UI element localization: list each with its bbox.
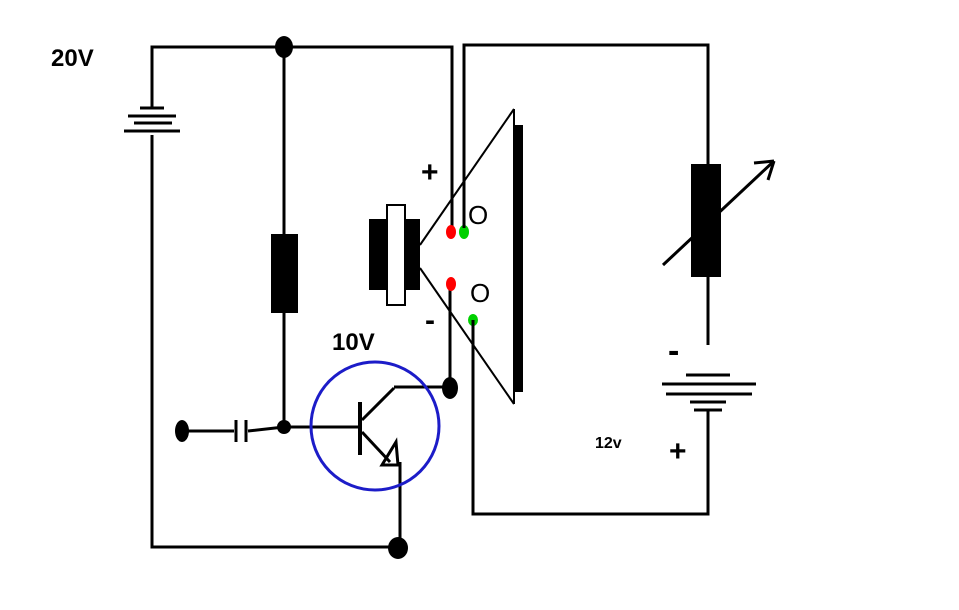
- resistor: [271, 234, 298, 313]
- terminal-bottom-label: O: [470, 278, 490, 308]
- junction-collector: [442, 377, 458, 399]
- emitter-arrow: [379, 437, 400, 467]
- wire-right-bottom: [471, 320, 710, 516]
- junction-top: [275, 36, 293, 58]
- battery-20v: [124, 106, 180, 133]
- terminal-red-bottom: [446, 277, 456, 291]
- battery-12v: [662, 373, 756, 412]
- speaker-plus-label: +: [421, 156, 439, 189]
- wire-cap-to-base: [247, 425, 360, 433]
- input-terminal: [175, 420, 189, 442]
- right-wires: [462, 43, 710, 516]
- speaker-minus-label: -: [425, 304, 435, 337]
- speaker-coil: [369, 204, 420, 306]
- speaker-terminals: [446, 225, 478, 326]
- terminal-top-label: O: [468, 200, 488, 230]
- variable-resistor: [661, 159, 776, 277]
- junction-base: [277, 420, 291, 434]
- wire-left-bottom: [150, 135, 398, 549]
- junctions: [175, 36, 458, 559]
- transistor-voltage-label: 10V: [332, 329, 375, 356]
- transistor-circle: [309, 360, 441, 492]
- battery-plus-label: +: [669, 435, 687, 468]
- speaker-plate: [514, 125, 523, 392]
- terminal-green-top: [459, 225, 469, 239]
- speaker-cone: [419, 108, 515, 405]
- junction-bottom: [388, 537, 408, 559]
- wire-top-left: [150, 45, 454, 228]
- terminal-red-top: [446, 225, 456, 239]
- coil-core: [386, 204, 406, 306]
- battery-voltage-label: 12v: [595, 435, 622, 452]
- capacitor: [234, 420, 248, 442]
- supply-voltage-label: 20V: [51, 45, 94, 72]
- transistor: [309, 360, 441, 492]
- wire-right-top: [462, 43, 710, 228]
- battery-minus-label: -: [668, 332, 679, 370]
- left-wires: [150, 45, 454, 549]
